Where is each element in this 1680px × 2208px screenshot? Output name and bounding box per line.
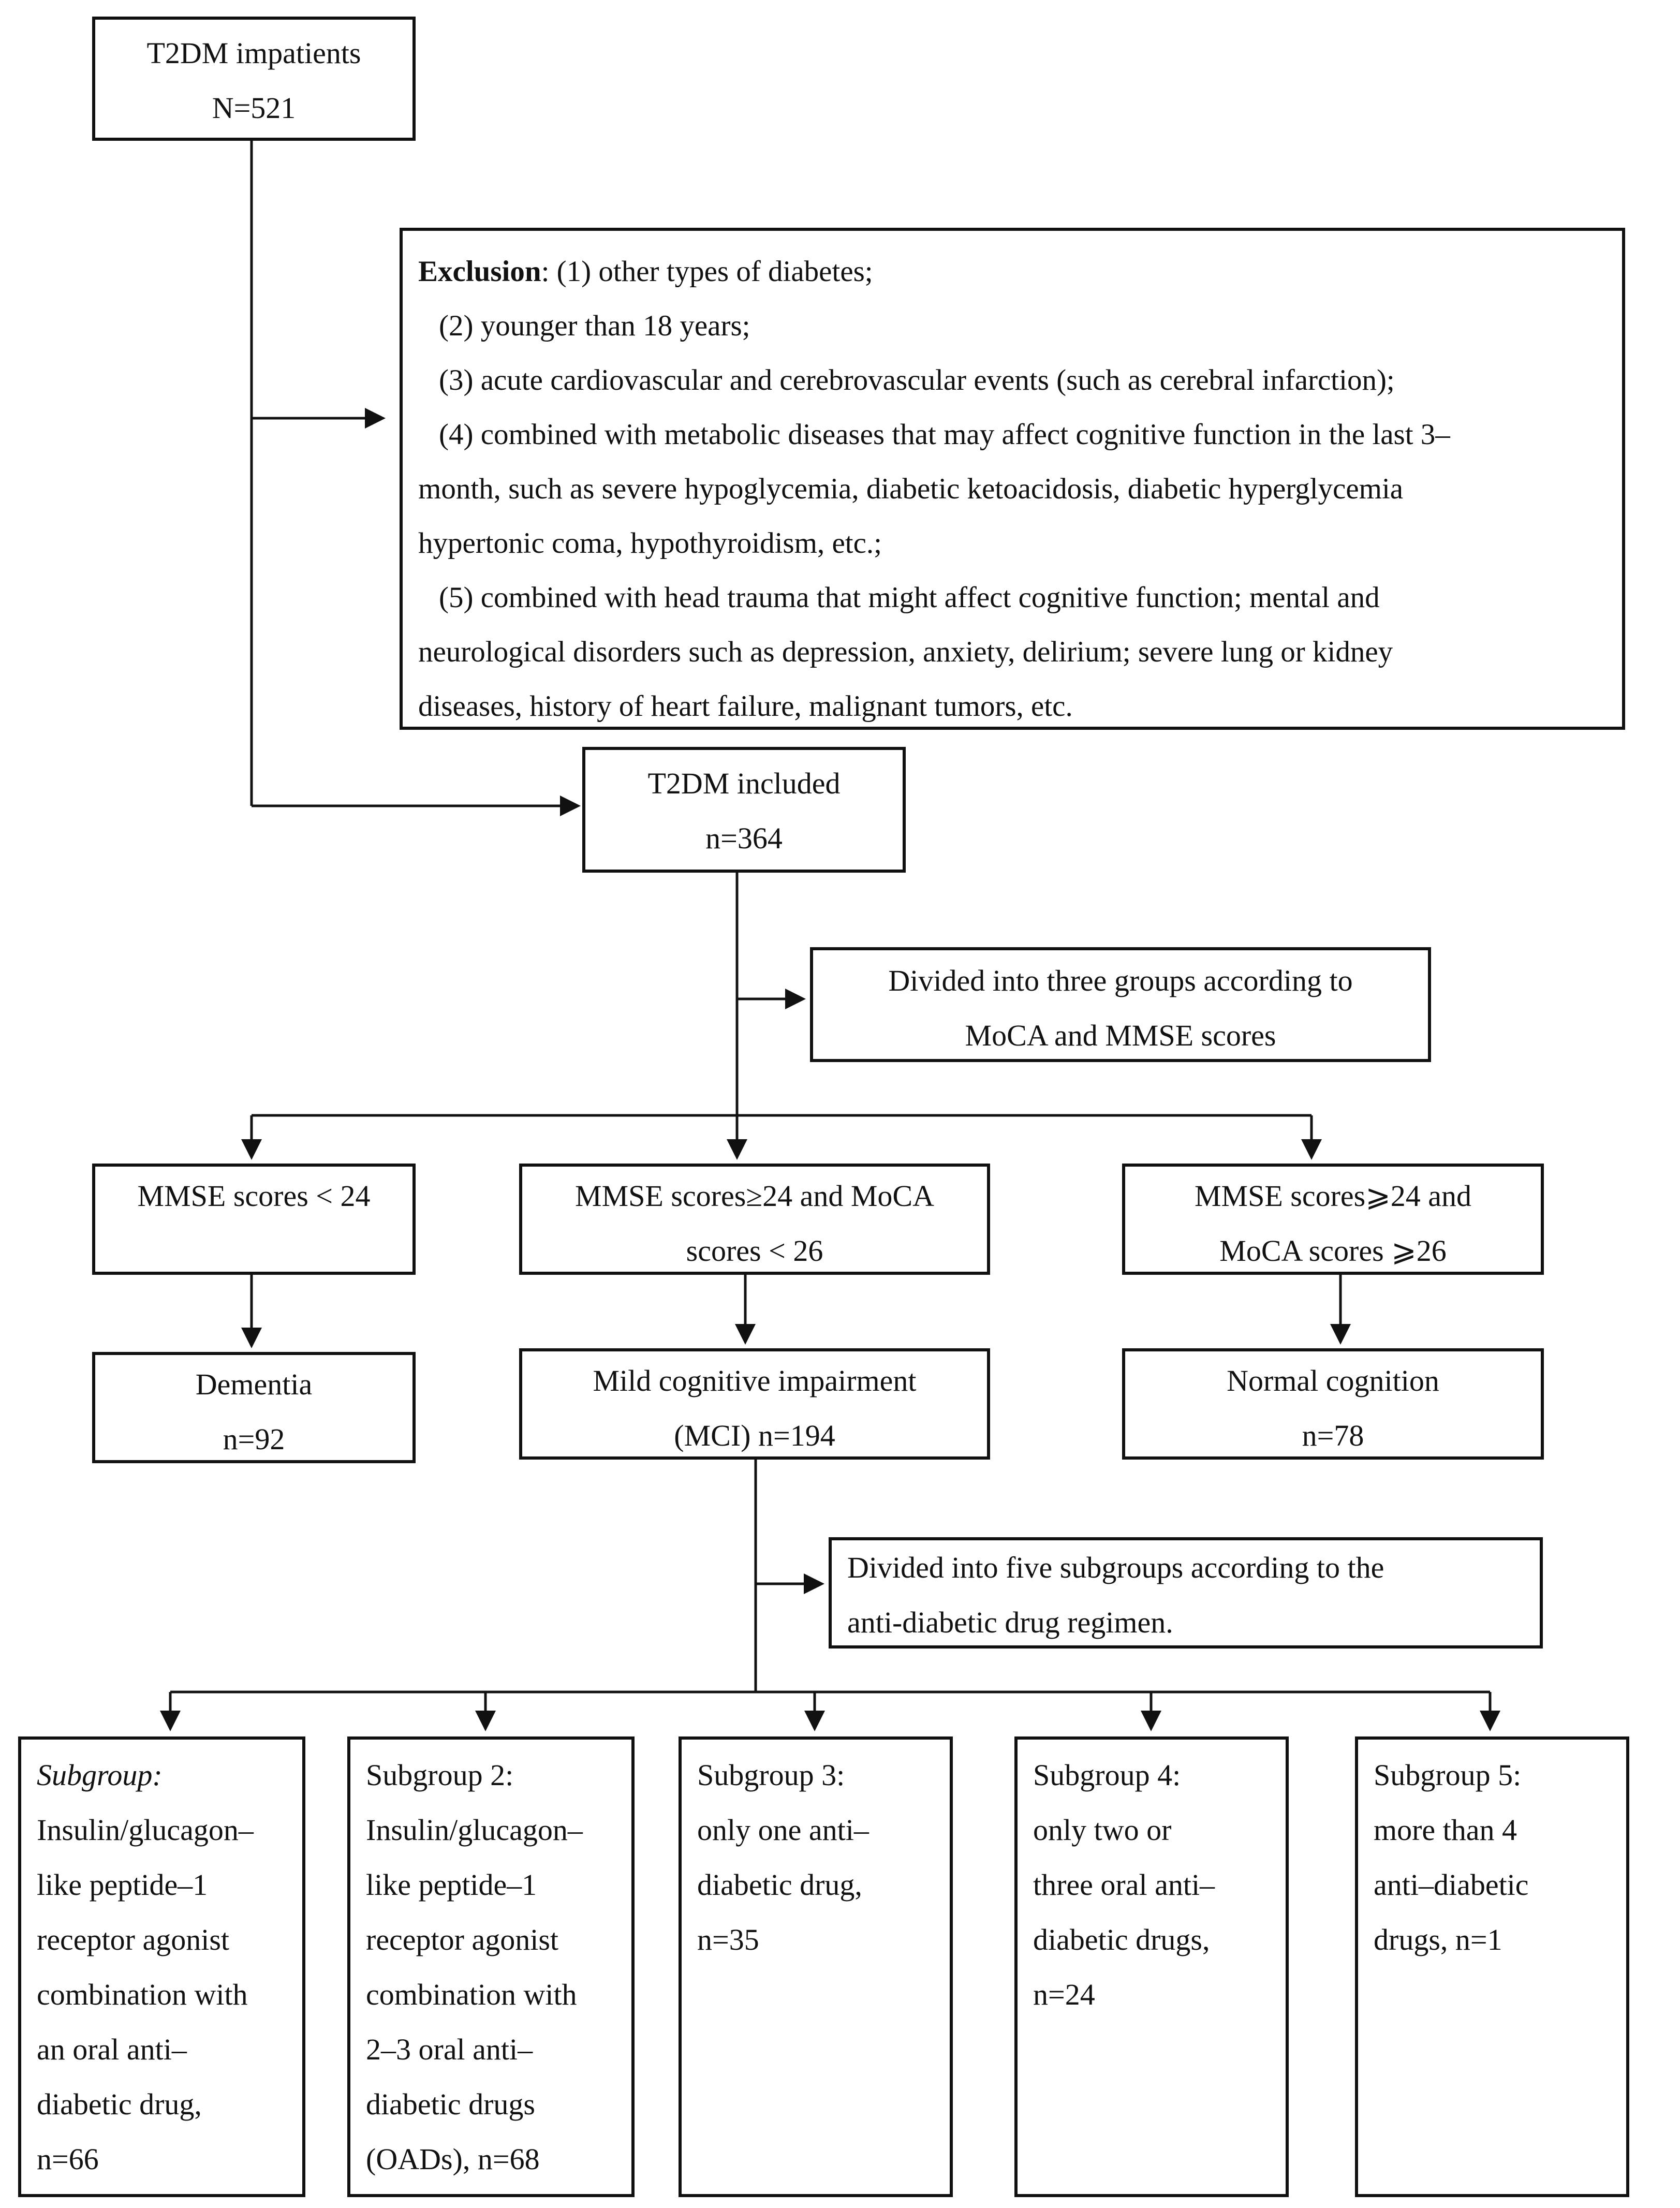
subgroup-1-line-2: Insulin/glucagon–	[37, 1813, 254, 1847]
dementia-n: n=92	[223, 1422, 285, 1456]
box-subgroup-4: Subgroup 4: only two or three oral anti–…	[1014, 1736, 1289, 2197]
mci-title: Mild cognitive impairment	[593, 1364, 917, 1397]
box-criteria-normal: MMSE scores⩾24 and MoCA scores ⩾26	[1122, 1164, 1544, 1275]
box-subgroup-3: Subgroup 3: only one anti– diabetic drug…	[679, 1736, 953, 2197]
subgroup-2-line-6: 2–3 oral anti–	[366, 2033, 533, 2066]
divide3-line-2: MoCA and MMSE scores	[965, 1019, 1276, 1052]
subgroup-4-line-5: n=24	[1033, 1978, 1095, 2011]
subgroup-4-heading: Subgroup 4:	[1033, 1758, 1181, 1792]
subgroup-2-line-4: receptor agonist	[366, 1923, 559, 1956]
subgroup-2-line-2: Insulin/glucagon–	[366, 1813, 583, 1847]
mci-n: (MCI) n=194	[674, 1419, 835, 1452]
divide5-line-1: Divided into five subgroups according to…	[847, 1551, 1384, 1584]
subgroup-3-line-2: only one anti–	[697, 1813, 869, 1847]
subgroup-1-line-4: receptor agonist	[37, 1923, 230, 1956]
subgroup-5-line-4: drugs, n=1	[1374, 1923, 1502, 1956]
subgroup-1-line-7: diabetic drug,	[37, 2087, 202, 2121]
subgroup-1-heading: Subgroup:	[37, 1758, 163, 1792]
box-divide-five-subgroups: Divided into five subgroups according to…	[829, 1537, 1543, 1648]
subgroup-5-line-3: anti–diabetic	[1374, 1868, 1529, 1902]
crit-normal-line-2: MoCA scores ⩾26	[1219, 1234, 1447, 1268]
box-normal-cognition: Normal cognition n=78	[1122, 1348, 1544, 1460]
exclusion-line-9: diseases, history of heart failure, mali…	[418, 690, 1073, 723]
subgroup-1-line-5: combination with	[37, 1978, 248, 2011]
subgroup-3-line-4: n=35	[697, 1923, 759, 1956]
exclusion-line-3: (3) acute cardiovascular and cerebrovasc…	[439, 364, 1395, 396]
subgroup-2-line-3: like peptide–1	[366, 1868, 537, 1902]
subgroup-1-line-6: an oral anti–	[37, 2033, 187, 2066]
box-t2dm-included: T2DM included n=364	[582, 747, 906, 873]
dementia-title: Dementia	[195, 1367, 313, 1401]
box-subgroup-1: Subgroup: Insulin/glucagon– like peptide…	[18, 1736, 305, 2197]
top-n: N=521	[212, 91, 296, 125]
exclusion-line-5: month, such as severe hypoglycemia, diab…	[418, 473, 1404, 505]
box-subgroup-2: Subgroup 2: Insulin/glucagon– like pepti…	[347, 1736, 635, 2197]
exclusion-line-8: neurological disorders such as depressio…	[418, 636, 1393, 668]
subgroup-4-line-2: only two or	[1033, 1813, 1172, 1847]
box-subgroup-5: Subgroup 5: more than 4 anti–diabetic dr…	[1355, 1736, 1629, 2197]
subgroup-2-line-5: combination with	[366, 1978, 577, 2011]
subgroup-1-line-8: n=66	[37, 2142, 99, 2176]
subgroup-4-line-3: three oral anti–	[1033, 1868, 1215, 1902]
subgroup-3-line-3: diabetic drug,	[697, 1868, 862, 1902]
subgroup-2-line-7: diabetic drugs	[366, 2087, 535, 2121]
subgroup-3-heading: Subgroup 3:	[697, 1758, 845, 1792]
crit-dementia-line-1: MMSE scores < 24	[137, 1179, 371, 1213]
exclusion-line-4: (4) combined with metabolic diseases tha…	[439, 418, 1450, 451]
crit-normal-line-1: MMSE scores⩾24 and	[1194, 1179, 1472, 1213]
top-title: T2DM impatients	[146, 36, 361, 70]
exclusion-text-1: : (1) other types of diabetes;	[541, 255, 873, 288]
box-divide-three-groups: Divided into three groups according to M…	[810, 947, 1431, 1062]
included-title: T2DM included	[647, 767, 841, 800]
box-criteria-dementia: MMSE scores < 24	[92, 1164, 416, 1275]
exclusion-line-6: hypertonic coma, hypothyroidism, etc.;	[418, 527, 882, 560]
divide5-line-2: anti-diabetic drug regimen.	[847, 1606, 1173, 1639]
divide3-line-1: Divided into three groups according to	[888, 964, 1353, 997]
subgroup-4-line-4: diabetic drugs,	[1033, 1923, 1210, 1956]
box-exclusion: Exclusion: (1) other types of diabetes; …	[400, 228, 1625, 730]
subgroup-1-line-3: like peptide–1	[37, 1868, 208, 1902]
box-criteria-mci: MMSE scores≥24 and MoCA scores < 26	[519, 1164, 990, 1275]
subgroup-5-line-2: more than 4	[1374, 1813, 1517, 1847]
normal-n: n=78	[1302, 1419, 1364, 1452]
box-t2dm-impatients: T2DM impatients N=521	[92, 17, 416, 141]
normal-title: Normal cognition	[1227, 1364, 1439, 1397]
exclusion-label: Exclusion	[418, 255, 541, 288]
subgroup-2-heading: Subgroup 2:	[366, 1758, 514, 1792]
included-n: n=364	[705, 821, 783, 855]
subgroup-5-heading: Subgroup 5:	[1374, 1758, 1522, 1792]
box-mci: Mild cognitive impairment (MCI) n=194	[519, 1348, 990, 1460]
exclusion-line-1: Exclusion: (1) other types of diabetes;	[418, 244, 1622, 299]
exclusion-line-2: (2) younger than 18 years;	[439, 310, 750, 342]
crit-mci-line-2: scores < 26	[686, 1234, 823, 1268]
crit-mci-line-1: MMSE scores≥24 and MoCA	[575, 1179, 934, 1213]
exclusion-line-7: (5) combined with head trauma that might…	[439, 581, 1380, 614]
subgroup-2-line-8: (OADs), n=68	[366, 2142, 540, 2176]
box-dementia: Dementia n=92	[92, 1352, 416, 1463]
